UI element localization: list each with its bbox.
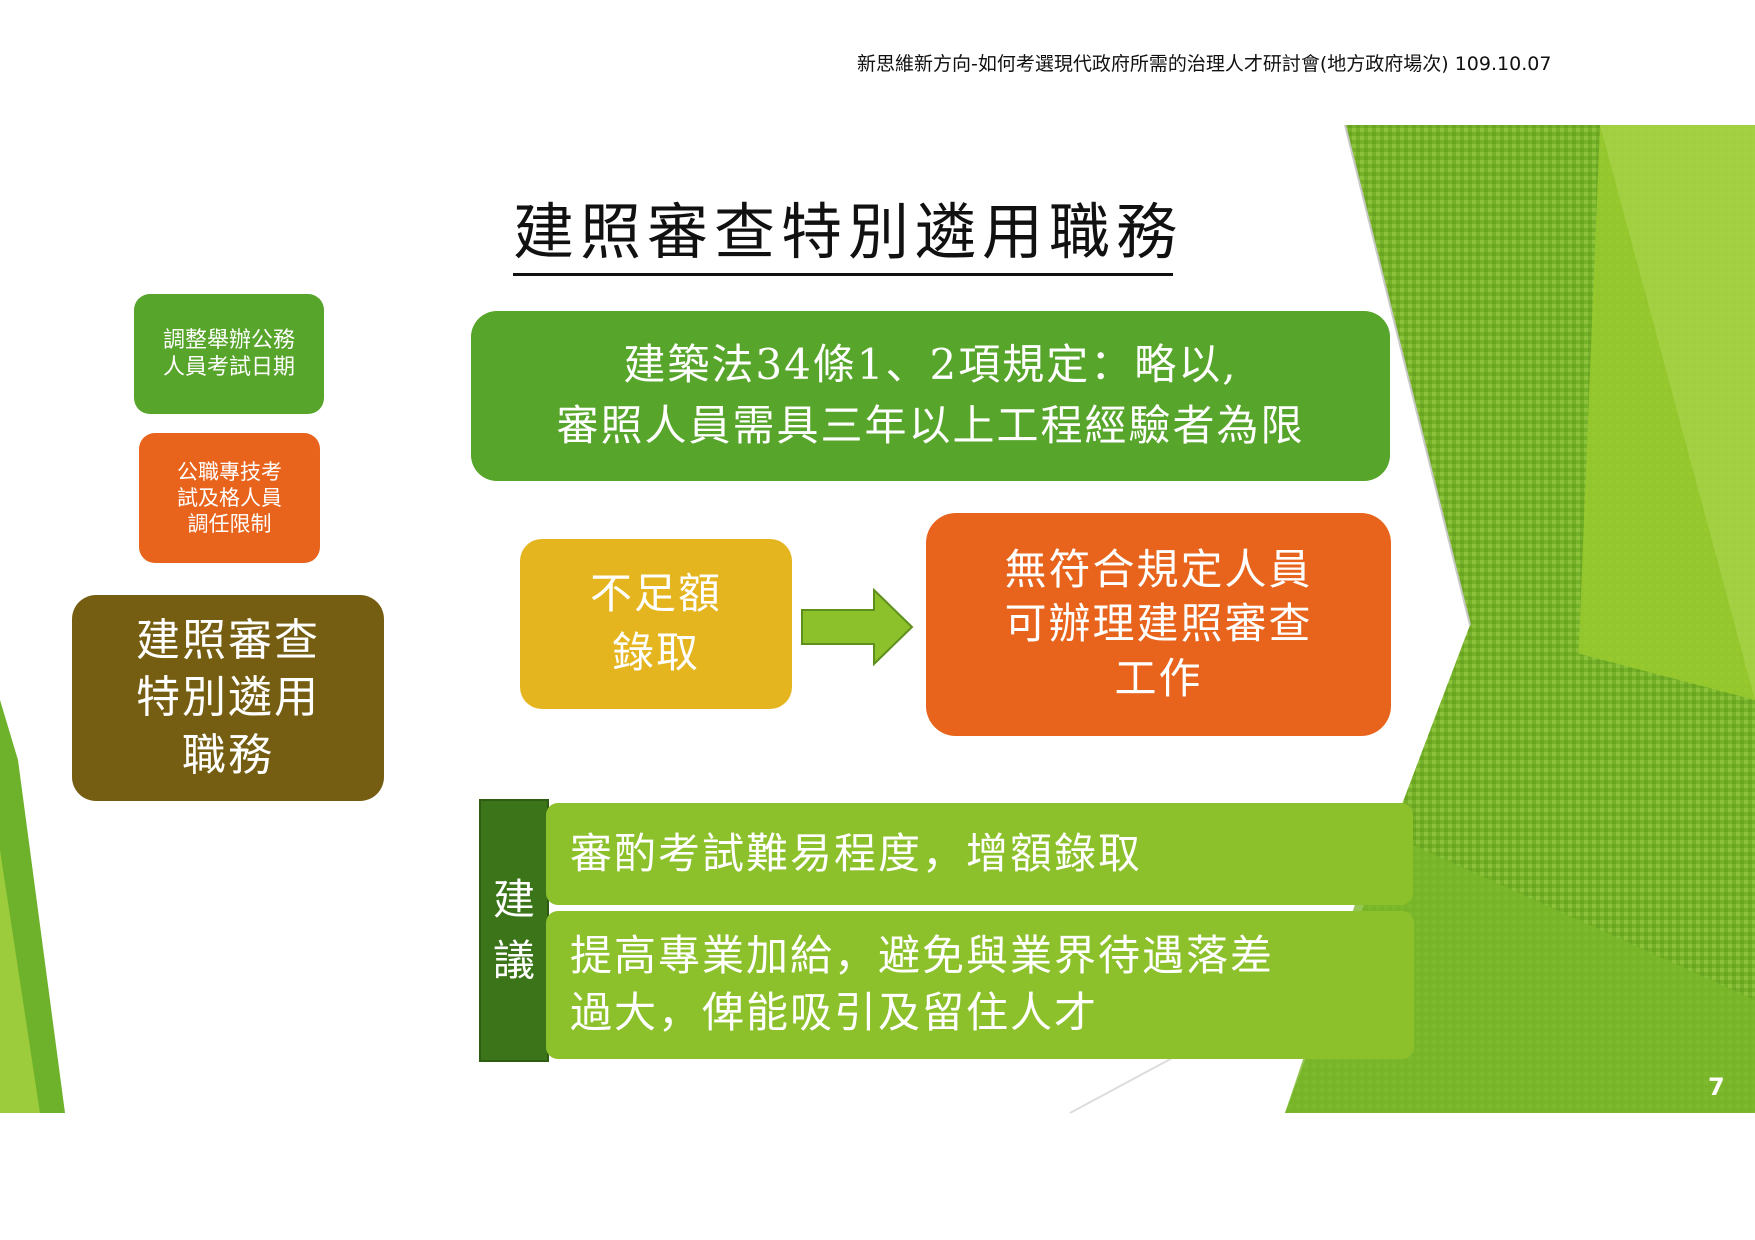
suggestion-item: 提高專業加給，避免與業界待遇落差 過大，俾能吸引及留住人才 bbox=[546, 911, 1414, 1059]
suggestion-label-char: 議 bbox=[492, 935, 535, 985]
left-facet-light bbox=[0, 850, 40, 1113]
law-regulation-box: 建築法34條1、2項規定：略以, 審照人員需具三年以上工程經驗者為限 bbox=[471, 311, 1390, 481]
sidebar-item-special-appointment: 建照審查 特別遴用 職務 bbox=[72, 595, 384, 801]
slide-title: 建照審查特別遴用職務 bbox=[513, 182, 1177, 276]
suggestion-item: 審酌考試難易程度，增額錄取 bbox=[546, 803, 1413, 905]
no-qualified-staff-box: 無符合規定人員 可辦理建照審查 工作 bbox=[926, 513, 1391, 736]
shortage-box: 不足額 錄取 bbox=[520, 539, 792, 709]
right-arrow-icon bbox=[801, 587, 914, 667]
page-number: 7 bbox=[1708, 1073, 1725, 1101]
sidebar-item-exam-date: 調整舉辦公務 人員考試日期 bbox=[134, 294, 324, 414]
suggestion-label: 建 議 bbox=[479, 799, 549, 1062]
sidebar-item-transfer-limit: 公職專技考 試及格人員 調任限制 bbox=[139, 433, 320, 563]
facet-line bbox=[1344, 124, 1471, 626]
event-header: 新思維新方向-如何考選現代政府所需的治理人才研討會(地方政府場次) 109.10… bbox=[857, 53, 1552, 75]
suggestion-label-char: 建 bbox=[492, 874, 535, 924]
